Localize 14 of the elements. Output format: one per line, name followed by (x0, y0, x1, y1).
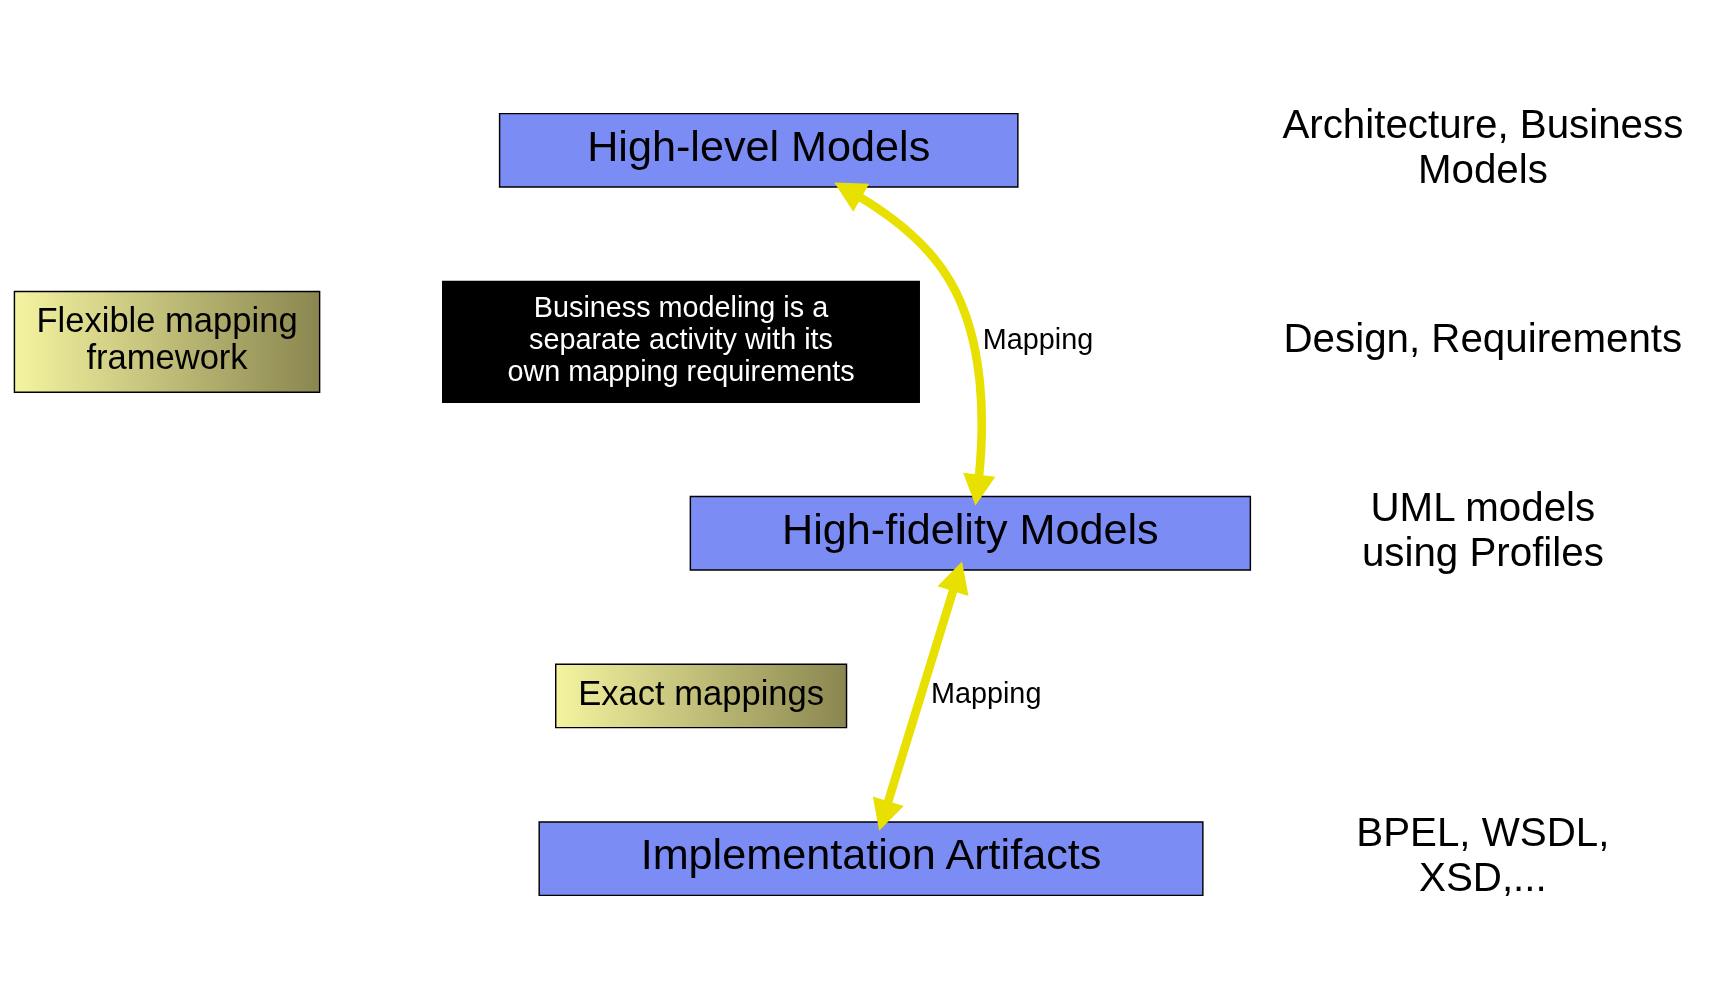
edge-label: Mapping (982, 322, 1094, 355)
node-box: High-fidelity Models (689, 495, 1252, 571)
node-box: Implementation Artifacts (538, 820, 1204, 896)
label: BPEL, WSDL, XSD,... (1356, 809, 1610, 900)
node-box: High-level Models (498, 112, 1019, 188)
node-box: Business modeling is a separate activity with its own mapping requirements (442, 280, 920, 403)
label: UML models using Profiles (1361, 484, 1604, 575)
arrow (872, 561, 969, 831)
label: Design, Requirements (1283, 315, 1683, 361)
label: Architecture, Business Models (1282, 101, 1684, 192)
edge-label: Mapping (930, 676, 1042, 709)
node-box: Flexible mapping framework (13, 290, 321, 393)
arrow (834, 182, 996, 505)
node-box: Exact mappings (555, 663, 848, 728)
